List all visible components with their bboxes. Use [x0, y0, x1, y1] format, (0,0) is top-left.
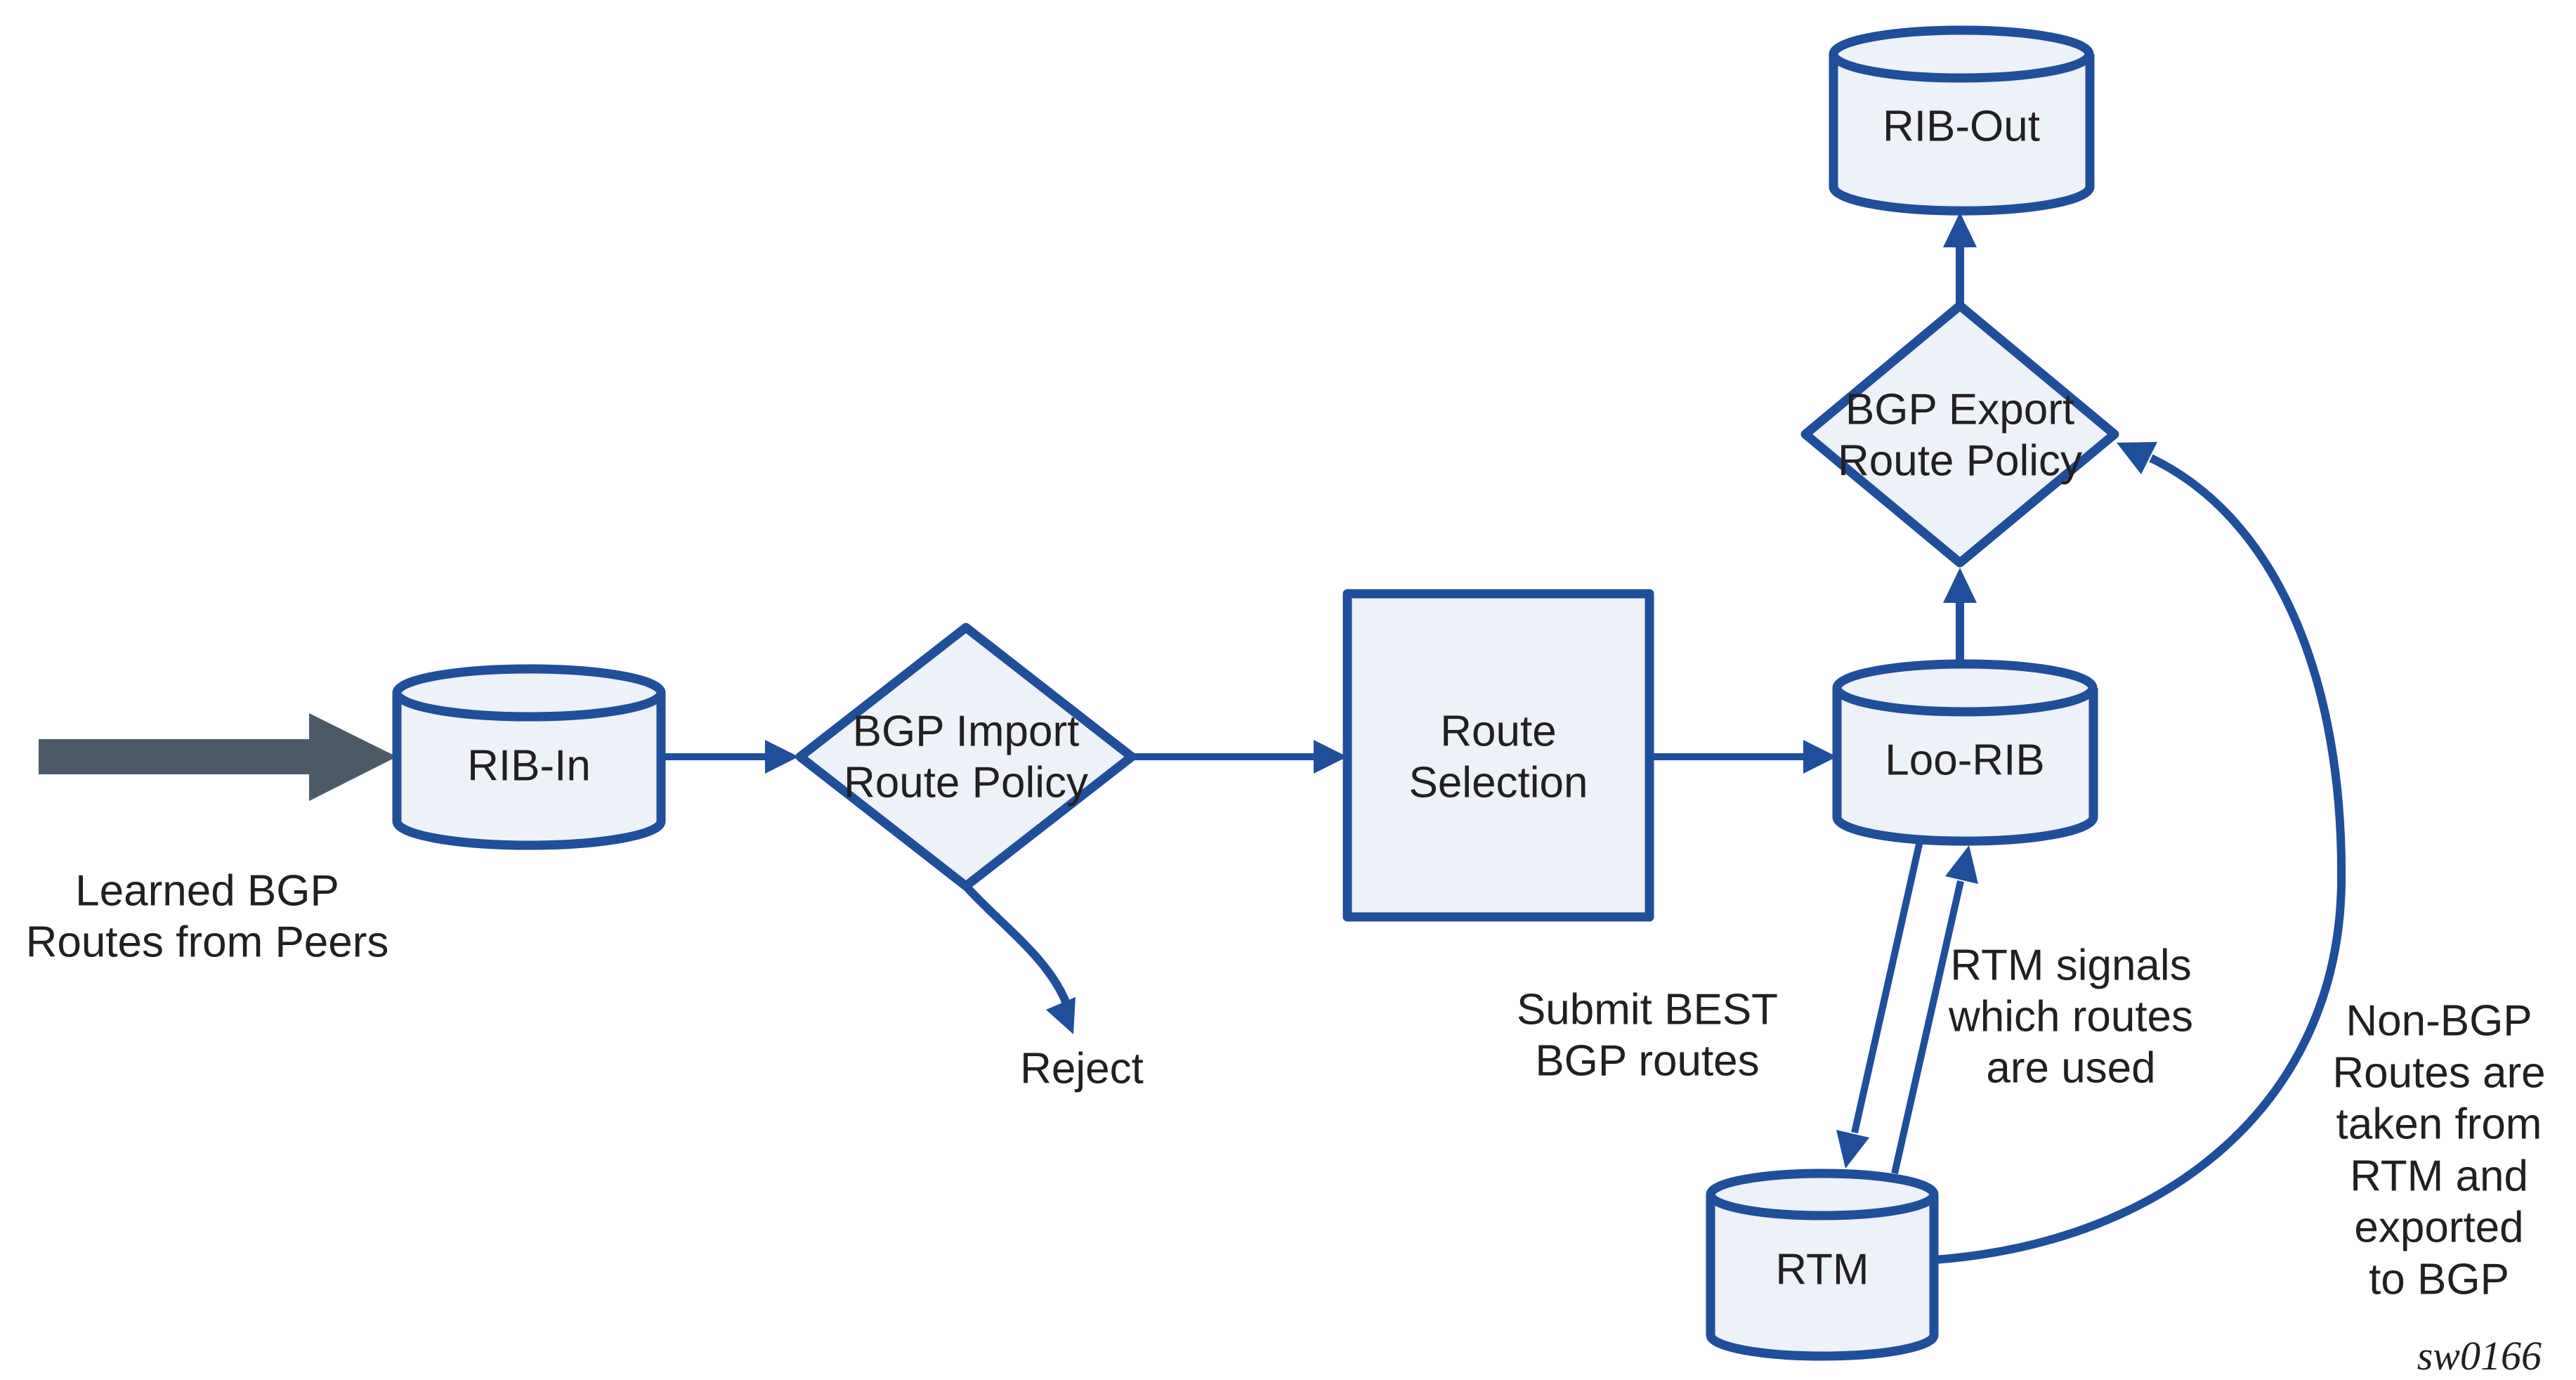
annotation-submit-best: Submit BEST BGP routes: [1517, 986, 1778, 1086]
connector-rtm-to-loorib: [1891, 880, 1964, 1175]
route-selection-label-line2: Selection: [1408, 759, 1588, 807]
arrowhead-into-rtm: [1836, 1130, 1869, 1169]
learned-line1: Learned BGP: [75, 867, 339, 916]
arrowhead-up-into-loorib: [1945, 845, 1978, 884]
annotation-non-bgp-export: Non-BGP Routes are taken from RTM and ex…: [2332, 997, 2545, 1304]
node-loo-rib: Loo-RIB: [1832, 659, 2098, 846]
node-bgp-export-route-policy: BGP Export Route Policy: [1800, 301, 2119, 568]
arrowhead-curve-into-export: [2117, 442, 2157, 474]
bgp-import-label-line2: Route Policy: [844, 759, 1088, 807]
annotation-learned-bgp-routes: Learned BGP Routes from Peers: [26, 867, 389, 967]
arrowhead-reject: [1046, 997, 1075, 1034]
connector-loorib-to-rtm: [1851, 840, 1923, 1134]
rib-in-label: RIB-In: [467, 742, 591, 790]
rib-out-label: RIB-Out: [1883, 103, 2040, 151]
non-bgp-line4: RTM and: [2350, 1152, 2528, 1201]
rtm-signals-line3: are used: [1986, 1044, 2155, 1093]
rtm-label: RTM: [1775, 1246, 1869, 1294]
learned-line2: Routes from Peers: [26, 918, 389, 967]
node-rib-out: RIB-Out: [1829, 25, 2095, 216]
route-selection-label-line1: Route: [1440, 708, 1556, 756]
node-route-selection: Route Selection: [1342, 589, 1654, 922]
non-bgp-line3: taken from: [2336, 1100, 2542, 1149]
arrowhead-into-route-selection: [1314, 740, 1347, 774]
arrowhead-into-ribout: [1943, 212, 1977, 247]
non-bgp-line1: Non-BGP: [2346, 997, 2532, 1046]
loo-rib-label: Loo-RIB: [1885, 736, 2044, 785]
submit-line2: BGP routes: [1535, 1037, 1759, 1086]
bgp-import-label-line1: BGP Import: [853, 708, 1080, 756]
figure-id: sw0166: [2417, 1333, 2542, 1379]
non-bgp-line2: Routes are: [2332, 1049, 2545, 1098]
connector-import-to-reject: [962, 883, 1071, 1005]
node-rtm: RTM: [1706, 1169, 1939, 1361]
submit-line1: Submit BEST: [1517, 986, 1778, 1034]
annotation-rtm-signals: RTM signals which routes are used: [1948, 942, 2193, 1093]
learned-routes-arrow: [39, 713, 397, 801]
node-bgp-import-route-policy: BGP Import Route Policy: [795, 623, 1137, 891]
arrowhead-into-loorib: [1803, 740, 1837, 774]
node-rib-in: RIB-In: [392, 664, 666, 850]
rtm-cylinder-top: [1706, 1169, 1939, 1220]
rtm-signals-line2: which routes: [1948, 993, 2193, 1041]
rib-out-cylinder-top: [1829, 25, 2094, 83]
bgp-export-label-line1: BGP Export: [1845, 386, 2074, 434]
arrowhead-into-export-diamond: [1943, 568, 1977, 603]
loo-rib-cylinder-top: [1832, 659, 2098, 717]
arrowhead-into-import-diamond: [765, 740, 799, 774]
connector-rtm-to-export-curve: [1933, 454, 2346, 1264]
annotation-reject: Reject: [1020, 1045, 1144, 1093]
bgp-export-label-line2: Route Policy: [1838, 437, 2082, 486]
rtm-signals-line1: RTM signals: [1950, 942, 2191, 990]
non-bgp-line5: exported: [2354, 1204, 2523, 1252]
non-bgp-line6: to BGP: [2369, 1256, 2509, 1304]
rib-in-cylinder-top: [392, 664, 666, 722]
